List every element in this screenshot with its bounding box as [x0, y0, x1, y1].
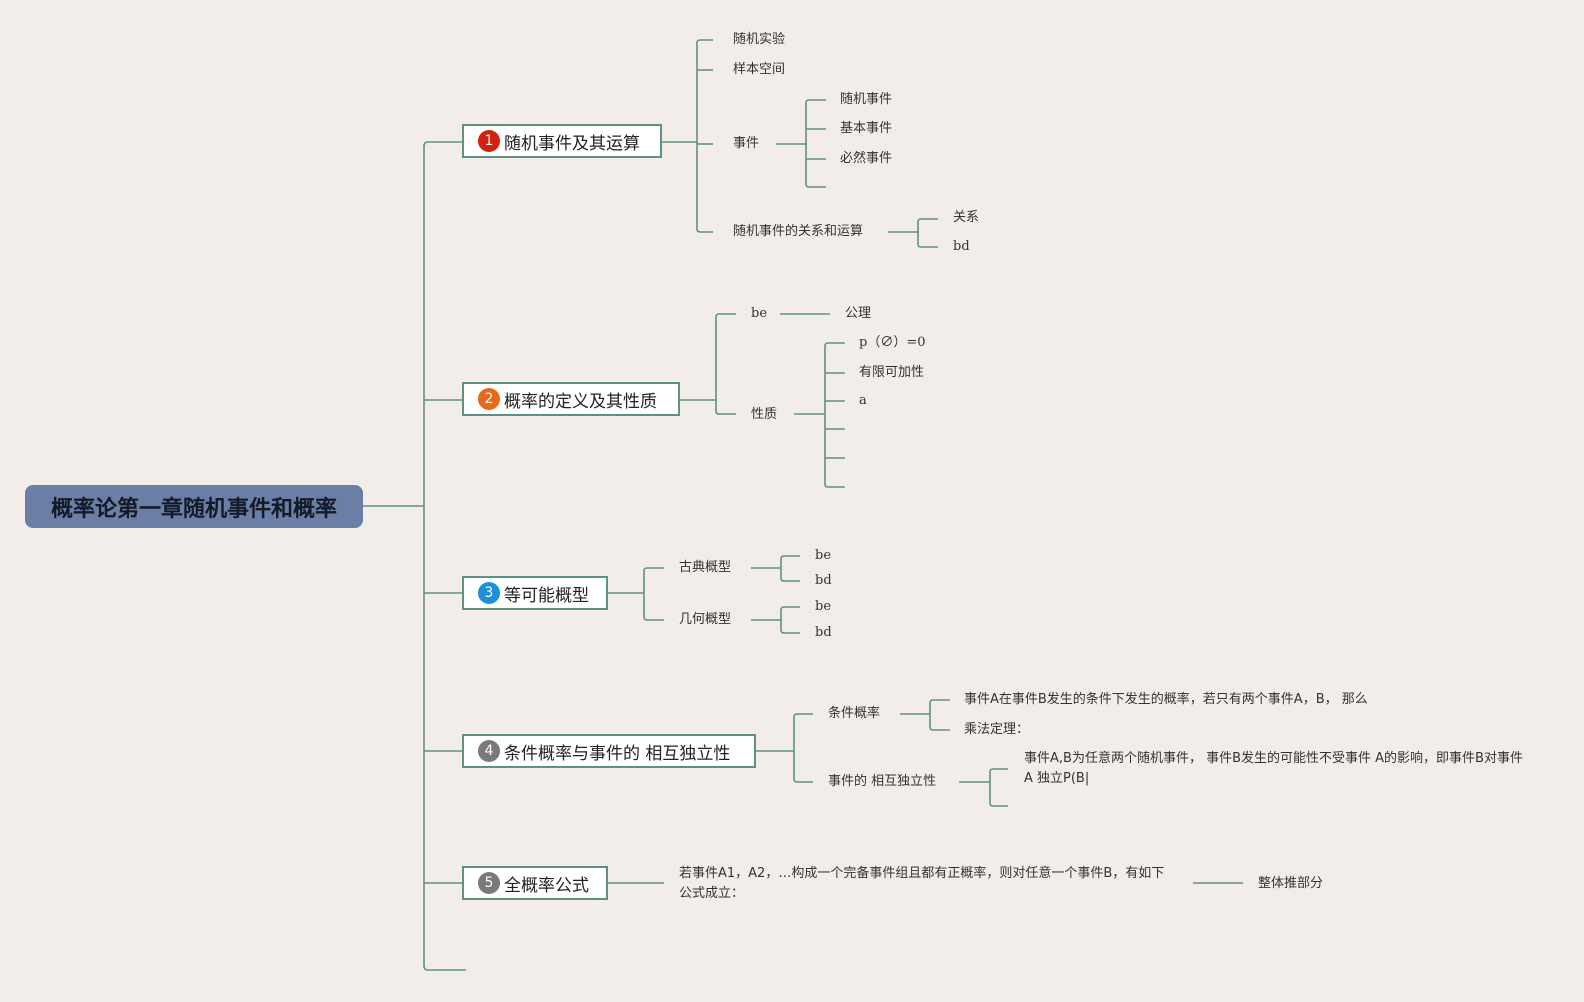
number-badge: 1	[478, 130, 500, 152]
node-label[interactable]: 古典概型	[679, 560, 732, 575]
leaf-label[interactable]: 事件A在事件B发生的条件下发生的概率，若只有两个事件A，B， 那么	[964, 692, 1368, 707]
topic-5[interactable]: 5 全概率公式	[462, 866, 608, 900]
leaf-label[interactable]: 乘法定理：	[964, 722, 1030, 737]
leaf-label[interactable]: 公理	[845, 306, 872, 321]
number-badge: 5	[478, 872, 500, 894]
topic-4[interactable]: 4 条件概率与事件的 相互独立性	[462, 734, 756, 768]
leaf-label[interactable]: bd	[953, 239, 970, 254]
leaf-label[interactable]: a	[859, 393, 867, 408]
leaf-label[interactable]: 随机事件	[840, 92, 893, 107]
number-badge: 3	[478, 582, 500, 604]
central-topic[interactable]: 概率论第一章随机事件和概率	[25, 485, 363, 528]
leaf-label[interactable]: 关系	[953, 210, 980, 225]
leaf-label[interactable]: 事件A,B为任意两个随机事件， 事件B发生的可能性不受事件 A的影响，即事件B对…	[1024, 751, 1523, 786]
leaf-label[interactable]: 必然事件	[840, 151, 893, 166]
number-badge: 4	[478, 740, 500, 762]
leaf-label[interactable]: bd	[815, 625, 832, 640]
leaf-label[interactable]: 基本事件	[840, 121, 893, 136]
topic-title: 等可能概型	[504, 585, 589, 606]
node-label[interactable]: 随机事件的关系和运算	[733, 224, 864, 239]
leaf-label[interactable]: 整体推部分	[1258, 876, 1324, 891]
node-label[interactable]: 事件	[733, 136, 760, 151]
topic-title: 条件概率与事件的 相互独立性	[504, 743, 731, 764]
leaf-label[interactable]: bd	[815, 573, 832, 588]
node-label[interactable]: 样本空间	[733, 62, 786, 77]
node-label[interactable]: 若事件A1，A2，…构成一个完备事件组且都有正概率，则对任意一个事件B，有如下公…	[679, 866, 1165, 901]
node-label[interactable]: 随机实验	[733, 32, 786, 47]
leaf-label[interactable]: p（∅）=0	[859, 335, 926, 350]
leaf-label[interactable]: 有限可加性	[859, 365, 925, 380]
topic-title: 全概率公式	[504, 875, 589, 896]
node-label[interactable]: 事件的 相互独立性	[828, 774, 937, 789]
node-label[interactable]: be	[751, 306, 768, 321]
node-label[interactable]: 条件概率	[828, 706, 881, 721]
number-badge: 2	[478, 388, 500, 410]
topic-1[interactable]: 1 随机事件及其运算	[462, 124, 662, 158]
node-label[interactable]: 性质	[751, 407, 778, 422]
topic-3[interactable]: 3 等可能概型	[462, 576, 608, 610]
topic-title: 概率的定义及其性质	[504, 391, 657, 412]
leaf-label[interactable]: be	[815, 599, 832, 614]
leaf-label[interactable]: be	[815, 548, 832, 563]
topic-2[interactable]: 2 概率的定义及其性质	[462, 382, 680, 416]
topic-title: 随机事件及其运算	[504, 133, 640, 154]
node-label[interactable]: 几何概型	[679, 612, 732, 627]
